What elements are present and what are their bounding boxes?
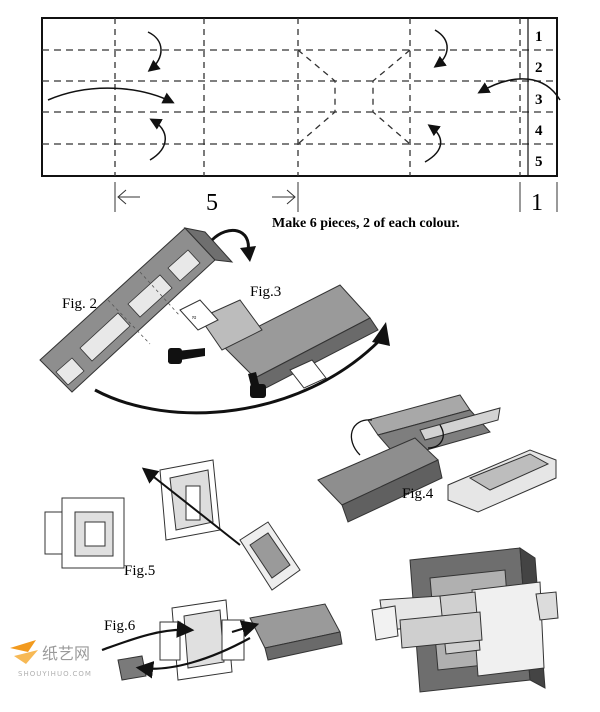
row-number-5: 5 [535, 154, 543, 170]
instruction-note: Make 6 pieces, 2 of each colour. [272, 216, 460, 231]
paper-bird-logo-icon [10, 640, 38, 664]
watermark-logo-text: 纸艺网 [42, 644, 90, 663]
fig-6-label: Fig.6 [104, 618, 136, 634]
row-number-4: 4 [535, 123, 543, 139]
row-number-3: 3 [535, 92, 543, 108]
fold-arrows [47, 29, 561, 163]
fig-2-label: Fig. 2 [62, 296, 97, 312]
fig-3-small-tag-a: ≈ [192, 313, 197, 322]
pointing-hand-icon [168, 348, 205, 364]
fig-5-label: Fig.5 [124, 563, 155, 579]
fig-4-assembly: Fig.4 [317, 394, 557, 523]
fig-4-label: Fig.4 [402, 486, 434, 502]
dimension-indicator: 5 1 Make 6 pieces, 2 of each colour. [114, 182, 558, 231]
site-watermark: 纸艺网 SHOUYIHUO.COM [10, 640, 92, 678]
pointing-hand-icon-2 [248, 372, 266, 398]
folding-strip: 1 2 3 4 5 [41, 17, 561, 177]
fig-5-assembly: Fig.5 [44, 459, 301, 591]
watermark-site-text: SHOUYIHUO.COM [18, 670, 92, 678]
final-assembly [371, 547, 559, 693]
fig-3-label: Fig.3 [250, 284, 281, 300]
row-number-2: 2 [535, 60, 543, 76]
dimension-five: 5 [206, 190, 218, 216]
fig-3-pieces: ≈ Fig.3 [168, 284, 379, 398]
fig-6-assembly: Fig.6 [101, 599, 343, 681]
fig-2-folded-strip: Fig. 2 [39, 227, 390, 415]
dimension-one: 1 [531, 190, 543, 216]
row-number-1: 1 [535, 29, 543, 45]
